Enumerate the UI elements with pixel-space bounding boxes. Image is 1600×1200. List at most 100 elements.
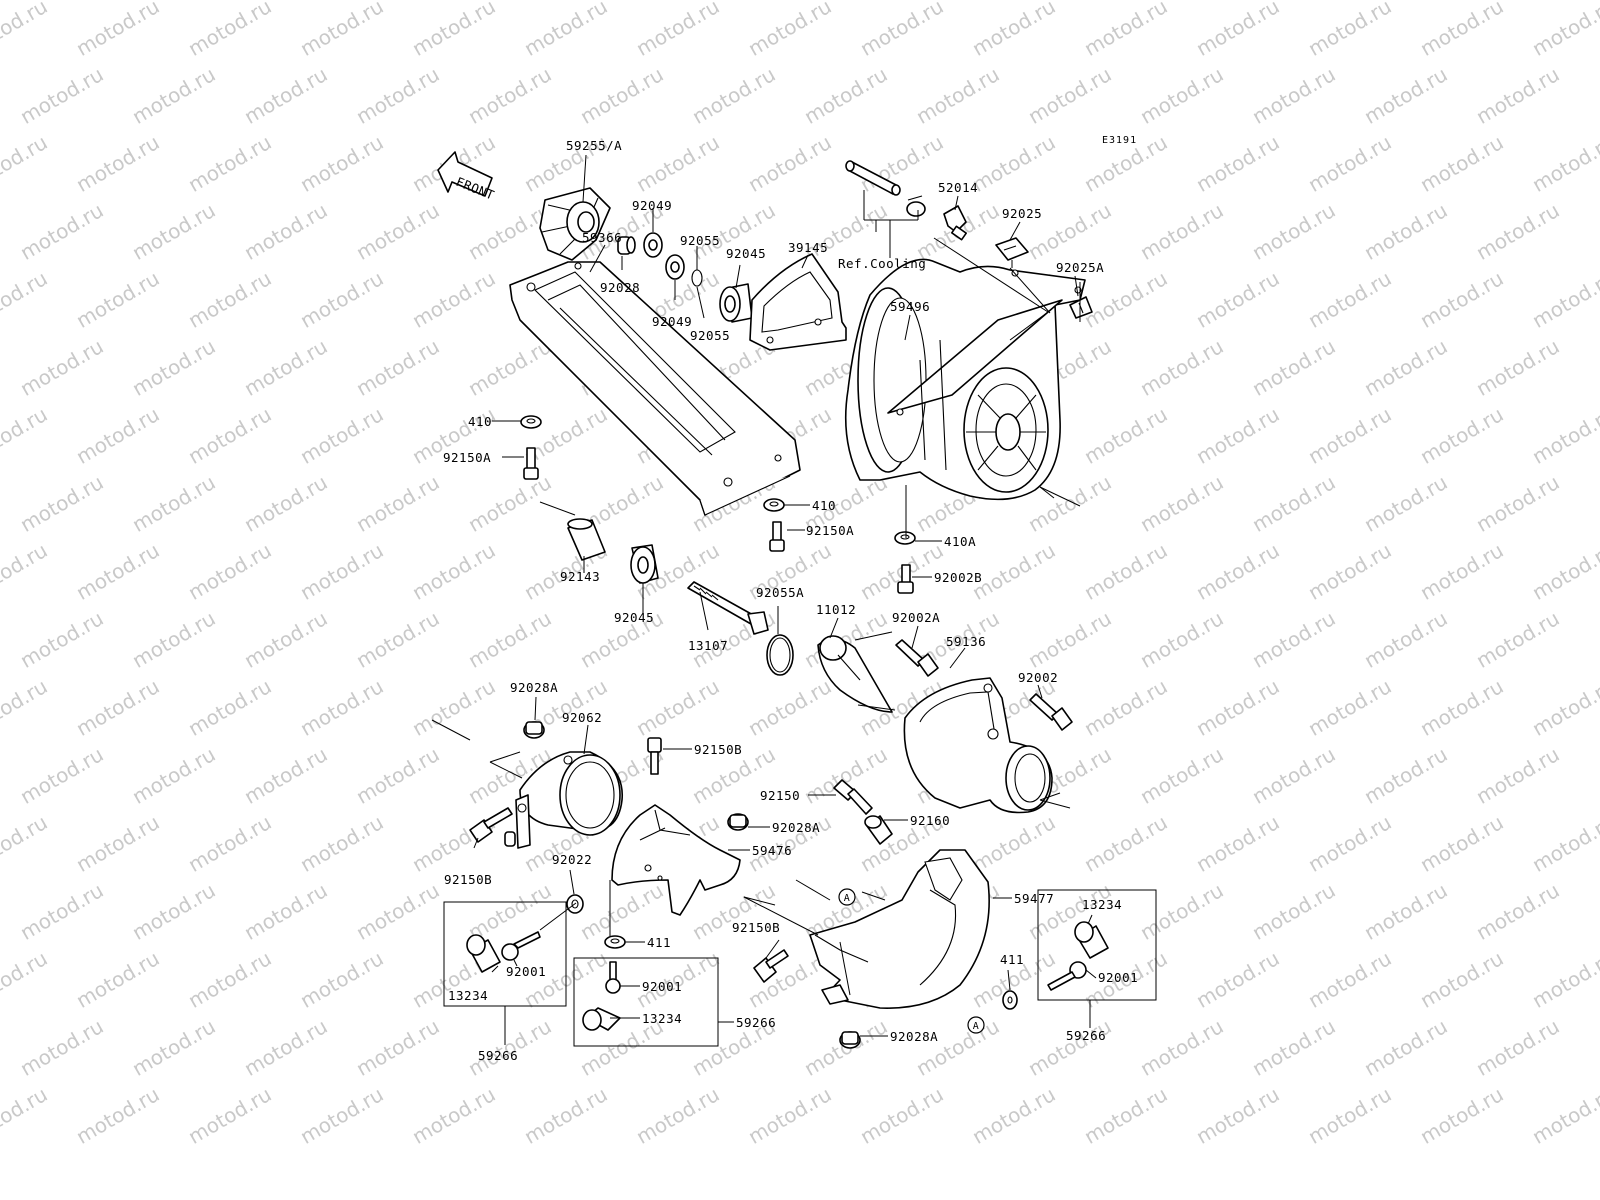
label-92150B-c: 92150B: [732, 920, 780, 935]
label-92001-a: 92001: [506, 964, 546, 979]
label-92002B: 92002B: [934, 570, 982, 585]
washer-411-b[interactable]: [1002, 990, 1018, 1010]
label-92002: 92002: [1018, 670, 1058, 685]
pump-bowl-59136[interactable]: [903, 677, 1053, 814]
label-410A: 410A: [944, 534, 976, 549]
bolt-92001-c: [1047, 961, 1087, 991]
label-59266-a: 59266: [478, 1048, 518, 1063]
impeller-part[interactable]: [539, 187, 611, 261]
label-92055A: 92055A: [756, 585, 804, 600]
diagram-code: E3191: [1102, 135, 1137, 146]
label-92160: 92160: [910, 813, 950, 828]
bolt-92150B-c[interactable]: [753, 949, 789, 983]
label-92150A-a: 92150A: [443, 450, 491, 465]
bolt-92150A-b[interactable]: [769, 521, 785, 552]
stopper-group-59266-b[interactable]: [573, 957, 719, 1047]
label-13234-c: 13234: [1082, 897, 1122, 912]
label-52014: 52014: [938, 180, 978, 195]
label-92055-b: 92055: [690, 328, 730, 343]
pump-case-59496[interactable]: [844, 258, 1086, 501]
deflector-59476[interactable]: [611, 804, 741, 916]
rubber-stopper-13234-b: [582, 1007, 621, 1031]
label-92025A: 92025A: [1056, 260, 1104, 275]
rubber-stopper-13234-a: [466, 934, 501, 973]
label-92001-b: 92001: [642, 979, 682, 994]
cap-92028A-c[interactable]: [839, 1031, 861, 1049]
bolt-92001-a: [501, 931, 541, 961]
label-59136: 59136: [946, 634, 986, 649]
leader-lines: [431, 154, 1097, 1045]
washer-410A[interactable]: [894, 531, 916, 545]
bearing-92045-a[interactable]: [719, 283, 753, 323]
callout-a-top: A: [838, 888, 856, 906]
label-92022: 92022: [552, 852, 592, 867]
front-arrow-icon: FRONT: [437, 151, 497, 203]
steering-nozzle-92062[interactable]: [504, 751, 623, 849]
label-92002A: 92002A: [892, 610, 940, 625]
label-59266-c: 59266: [1066, 1028, 1106, 1043]
label-59476: 59476: [752, 843, 792, 858]
washer-410-b[interactable]: [763, 498, 785, 512]
label-92143: 92143: [560, 569, 600, 584]
label-11012: 11012: [816, 602, 856, 617]
bolt-92002A[interactable]: [895, 639, 939, 677]
cap-92028A-b[interactable]: [727, 813, 749, 831]
hose-clamp-ref[interactable]: [906, 195, 926, 217]
fitting-52014[interactable]: [943, 205, 968, 241]
bolt-92150A-a[interactable]: [523, 447, 539, 480]
label-39145: 39145: [788, 240, 828, 255]
label-92045-a: 92045: [726, 246, 766, 261]
pump-cover-liner-39145[interactable]: [749, 253, 847, 351]
collar-92143[interactable]: [567, 518, 606, 561]
bolt-92150B-b[interactable]: [647, 737, 662, 775]
label-411-a: 411: [647, 935, 671, 950]
svg-text:A: A: [844, 893, 851, 904]
label-92062: 92062: [562, 710, 602, 725]
bolt-92150B-a[interactable]: [469, 807, 513, 843]
collar-92160[interactable]: [864, 815, 893, 845]
stopper-group-59266-a[interactable]: [443, 901, 567, 1007]
washer-410-a[interactable]: [520, 415, 542, 429]
label-13107: 13107: [688, 638, 728, 653]
label-59477: 59477: [1014, 891, 1054, 906]
label-92049-b: 92049: [652, 314, 692, 329]
stopper-group-59266-c[interactable]: [1037, 889, 1157, 1001]
svg-text:A: A: [973, 1021, 980, 1032]
washer-92049-a[interactable]: [643, 232, 663, 258]
label-59496: 59496: [890, 299, 930, 314]
bearing-92045-b[interactable]: [630, 544, 659, 584]
reverse-bucket-59477[interactable]: [809, 849, 990, 1009]
washer-92049-b[interactable]: [665, 254, 685, 280]
label-92055-a: 92055: [680, 233, 720, 248]
label-59266-b: 59266: [736, 1015, 776, 1030]
pump-housing-59366[interactable]: [509, 261, 801, 516]
label-92150A-b: 92150A: [806, 523, 854, 538]
cap-92028A-a[interactable]: [523, 721, 545, 739]
part-labels: 59255/A 92049 92028 92055 92049 92045 92…: [443, 138, 1138, 1063]
label-410-b: 410: [812, 498, 836, 513]
label-59255A: 59255/A: [566, 138, 622, 153]
cone-11012[interactable]: [817, 635, 893, 713]
label-92001-c: 92001: [1098, 970, 1138, 985]
shim-92025[interactable]: [995, 237, 1029, 261]
rubber-stopper-13234-c: [1074, 921, 1109, 959]
oring-92055[interactable]: [691, 269, 703, 287]
label-92150B-b: 92150B: [444, 872, 492, 887]
label-92025: 92025: [1002, 206, 1042, 221]
label-92045-b: 92045: [614, 610, 654, 625]
bolt-92002B[interactable]: [897, 564, 914, 594]
collar-92028[interactable]: [617, 236, 636, 255]
bolt-92002[interactable]: [1029, 693, 1073, 731]
oring-92055A[interactable]: [766, 634, 794, 676]
drive-shaft-13107[interactable]: [687, 581, 769, 635]
label-92150B-a: 92150B: [694, 742, 742, 757]
label-92028A-b: 92028A: [772, 820, 820, 835]
label-13234-b: 13234: [642, 1011, 682, 1026]
label-411-b: 411: [1000, 952, 1024, 967]
cooling-hose-ref[interactable]: [845, 160, 901, 196]
label-92049-a: 92049: [632, 198, 672, 213]
washer-411-a[interactable]: [604, 935, 626, 949]
label-13234-a: 13234: [448, 988, 488, 1003]
bolt-92150[interactable]: [833, 779, 873, 815]
